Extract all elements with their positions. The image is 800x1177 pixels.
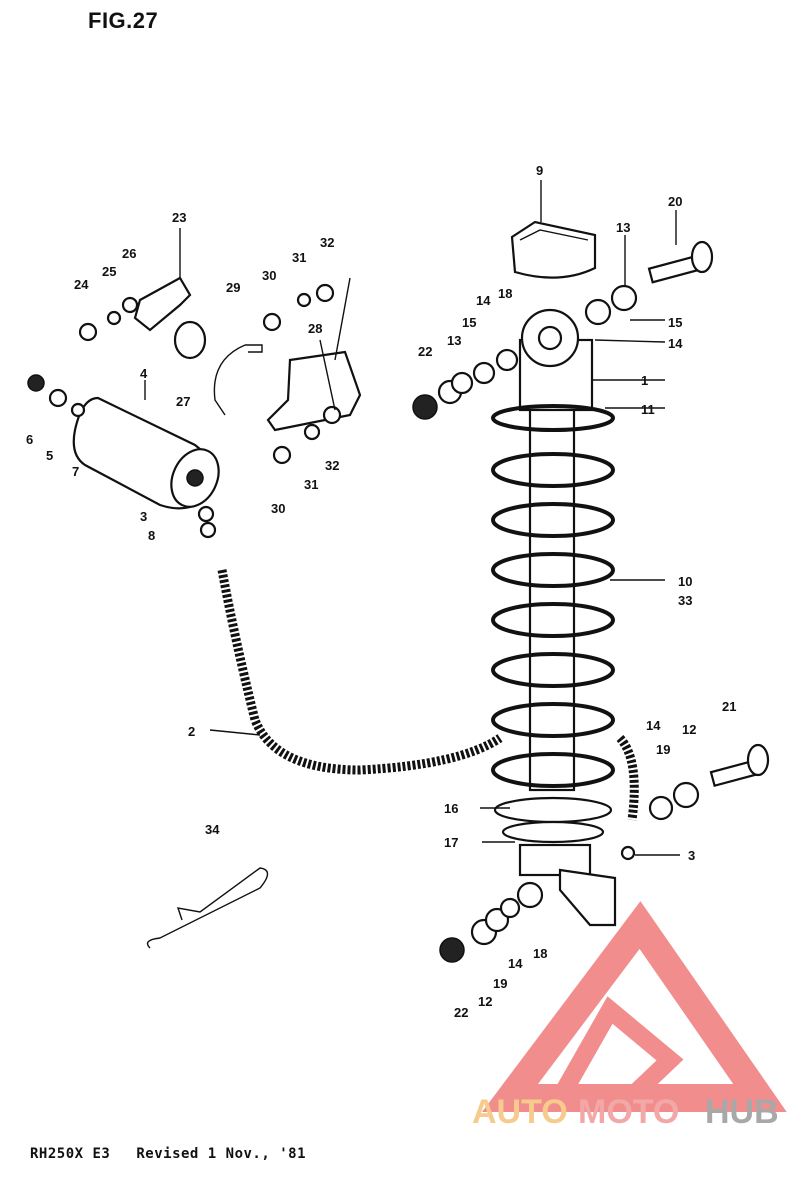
- callout-labels: 1 2 3 3 4 5 6 7 8 9 10 33 11 12 12 13 13…: [26, 163, 736, 1020]
- footer-model: RH250X E3: [30, 1146, 111, 1162]
- callout-3a: 3: [140, 509, 147, 524]
- callout-22a: 22: [418, 344, 432, 359]
- mounting-bracket: [266, 350, 362, 432]
- callout-4: 4: [140, 366, 148, 381]
- hose-line: [217, 569, 503, 775]
- callout-21: 21: [722, 699, 736, 714]
- cotter-pin: [146, 867, 269, 949]
- footer-revision: Revised 1 Nov., '81: [136, 1146, 307, 1162]
- callout-15b: 15: [668, 315, 682, 330]
- hose-line-right: [616, 734, 639, 821]
- shock-bottom-mount: [516, 843, 617, 927]
- figure-title: FIG.27: [88, 8, 159, 33]
- callout-14d: 14: [508, 956, 523, 971]
- callout-33: 33: [678, 593, 692, 608]
- callout-22b: 22: [454, 1005, 468, 1020]
- callout-31b: 31: [304, 477, 318, 492]
- callout-31a: 31: [292, 250, 306, 265]
- reservoir-tank: [72, 396, 220, 510]
- clamp-band: [213, 344, 263, 416]
- callout-1: 1: [641, 373, 648, 388]
- callout-32a: 32: [320, 235, 334, 250]
- callout-18b: 18: [533, 946, 547, 961]
- callout-13b: 13: [447, 333, 461, 348]
- callout-19b: 19: [493, 976, 507, 991]
- washers-and-nuts: [27, 283, 700, 963]
- callout-28: 28: [308, 321, 322, 336]
- shock-shaft: [528, 408, 576, 792]
- callout-27: 27: [176, 394, 190, 409]
- callout-12b: 12: [478, 994, 492, 1009]
- callout-7: 7: [72, 464, 79, 479]
- callout-30b: 30: [271, 501, 285, 516]
- bump-rubber: [510, 220, 597, 279]
- shock-top-mount: [518, 308, 594, 412]
- lower-bolt: [709, 743, 770, 788]
- callout-3b: 3: [688, 848, 695, 863]
- watermark-logo: AUTO MOTO HUB: [472, 901, 787, 1131]
- callout-5: 5: [46, 448, 53, 463]
- callout-9: 9: [536, 163, 543, 178]
- callout-20: 20: [668, 194, 682, 209]
- callout-32b: 32: [325, 458, 339, 473]
- callout-34: 34: [205, 822, 220, 837]
- callout-14c: 14: [646, 718, 661, 733]
- callout-25: 25: [102, 264, 116, 279]
- upper-bolt: [647, 240, 714, 284]
- callout-16: 16: [444, 801, 458, 816]
- coil-spring: [491, 404, 615, 788]
- callout-29: 29: [226, 280, 240, 295]
- callout-6: 6: [26, 432, 33, 447]
- callout-18a: 18: [498, 286, 512, 301]
- callout-12a: 12: [682, 722, 696, 737]
- watermark-moto: MOTO: [578, 1093, 679, 1131]
- bracket-plate: [133, 276, 192, 332]
- rubber-grommet: [173, 320, 207, 360]
- footer: RH250X E3 Revised 1 Nov., '81: [30, 1146, 332, 1162]
- callout-8: 8: [148, 528, 155, 543]
- callout-2: 2: [188, 724, 195, 739]
- spring-seat: [493, 796, 613, 824]
- callout-14a: 14: [476, 293, 491, 308]
- callout-19a: 19: [656, 742, 670, 757]
- callout-24: 24: [74, 277, 89, 292]
- callout-23: 23: [172, 210, 186, 225]
- watermark-hub: HUB: [705, 1093, 779, 1131]
- callout-17: 17: [444, 835, 458, 850]
- watermark-auto: AUTO: [472, 1093, 568, 1131]
- callout-14b: 14: [668, 336, 683, 351]
- lock-ring: [501, 820, 605, 844]
- callout-30a: 30: [262, 268, 276, 283]
- callout-26: 26: [122, 246, 136, 261]
- callout-10: 10: [678, 574, 692, 589]
- callout-11: 11: [641, 402, 655, 417]
- callout-13a: 13: [616, 220, 630, 235]
- leader-lines: [144, 180, 680, 856]
- callout-15a: 15: [462, 315, 476, 330]
